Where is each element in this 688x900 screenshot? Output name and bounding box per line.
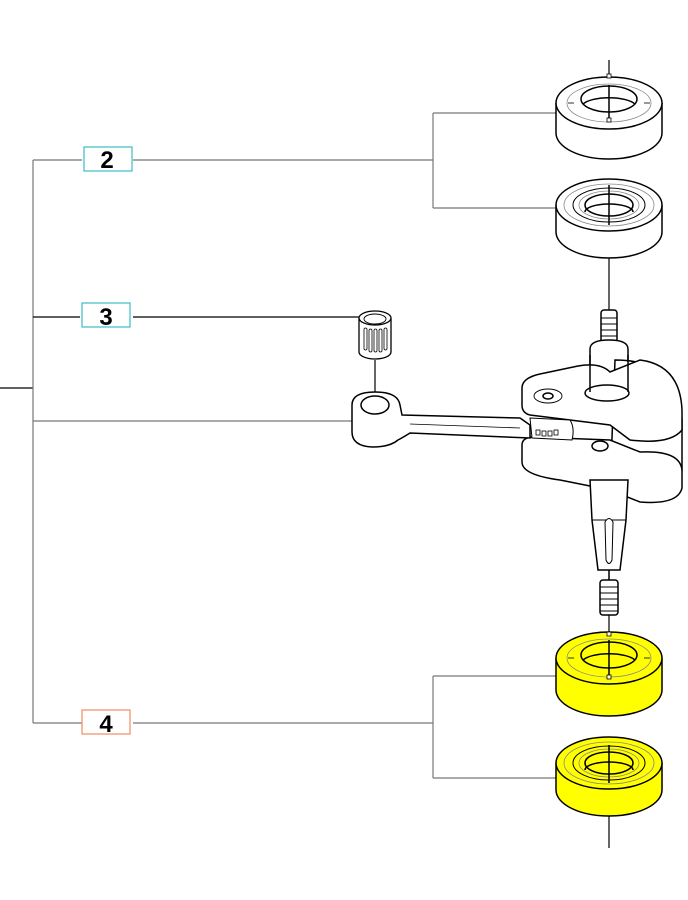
callout-box-4[interactable]: 4 <box>81 709 131 738</box>
seal-part-2-top[interactable] <box>555 73 663 160</box>
bearing-part-4-highlighted[interactable] <box>555 736 663 817</box>
callout-box-3[interactable]: 3 <box>81 302 131 331</box>
bearing-part-2-bottom[interactable] <box>555 178 663 259</box>
crankshaft-assembly[interactable] <box>521 309 683 616</box>
needle-bearing-part-3[interactable] <box>358 310 392 360</box>
callout-box-2[interactable]: 2 <box>83 146 133 174</box>
callout-number: 3 <box>99 304 112 331</box>
leader-lines <box>0 112 556 779</box>
seal-part-4-highlighted[interactable] <box>555 631 663 717</box>
callout-number: 2 <box>100 147 113 174</box>
connecting-rod[interactable] <box>351 391 531 448</box>
lower-thread <box>599 579 619 616</box>
callout-number: 4 <box>99 711 113 738</box>
